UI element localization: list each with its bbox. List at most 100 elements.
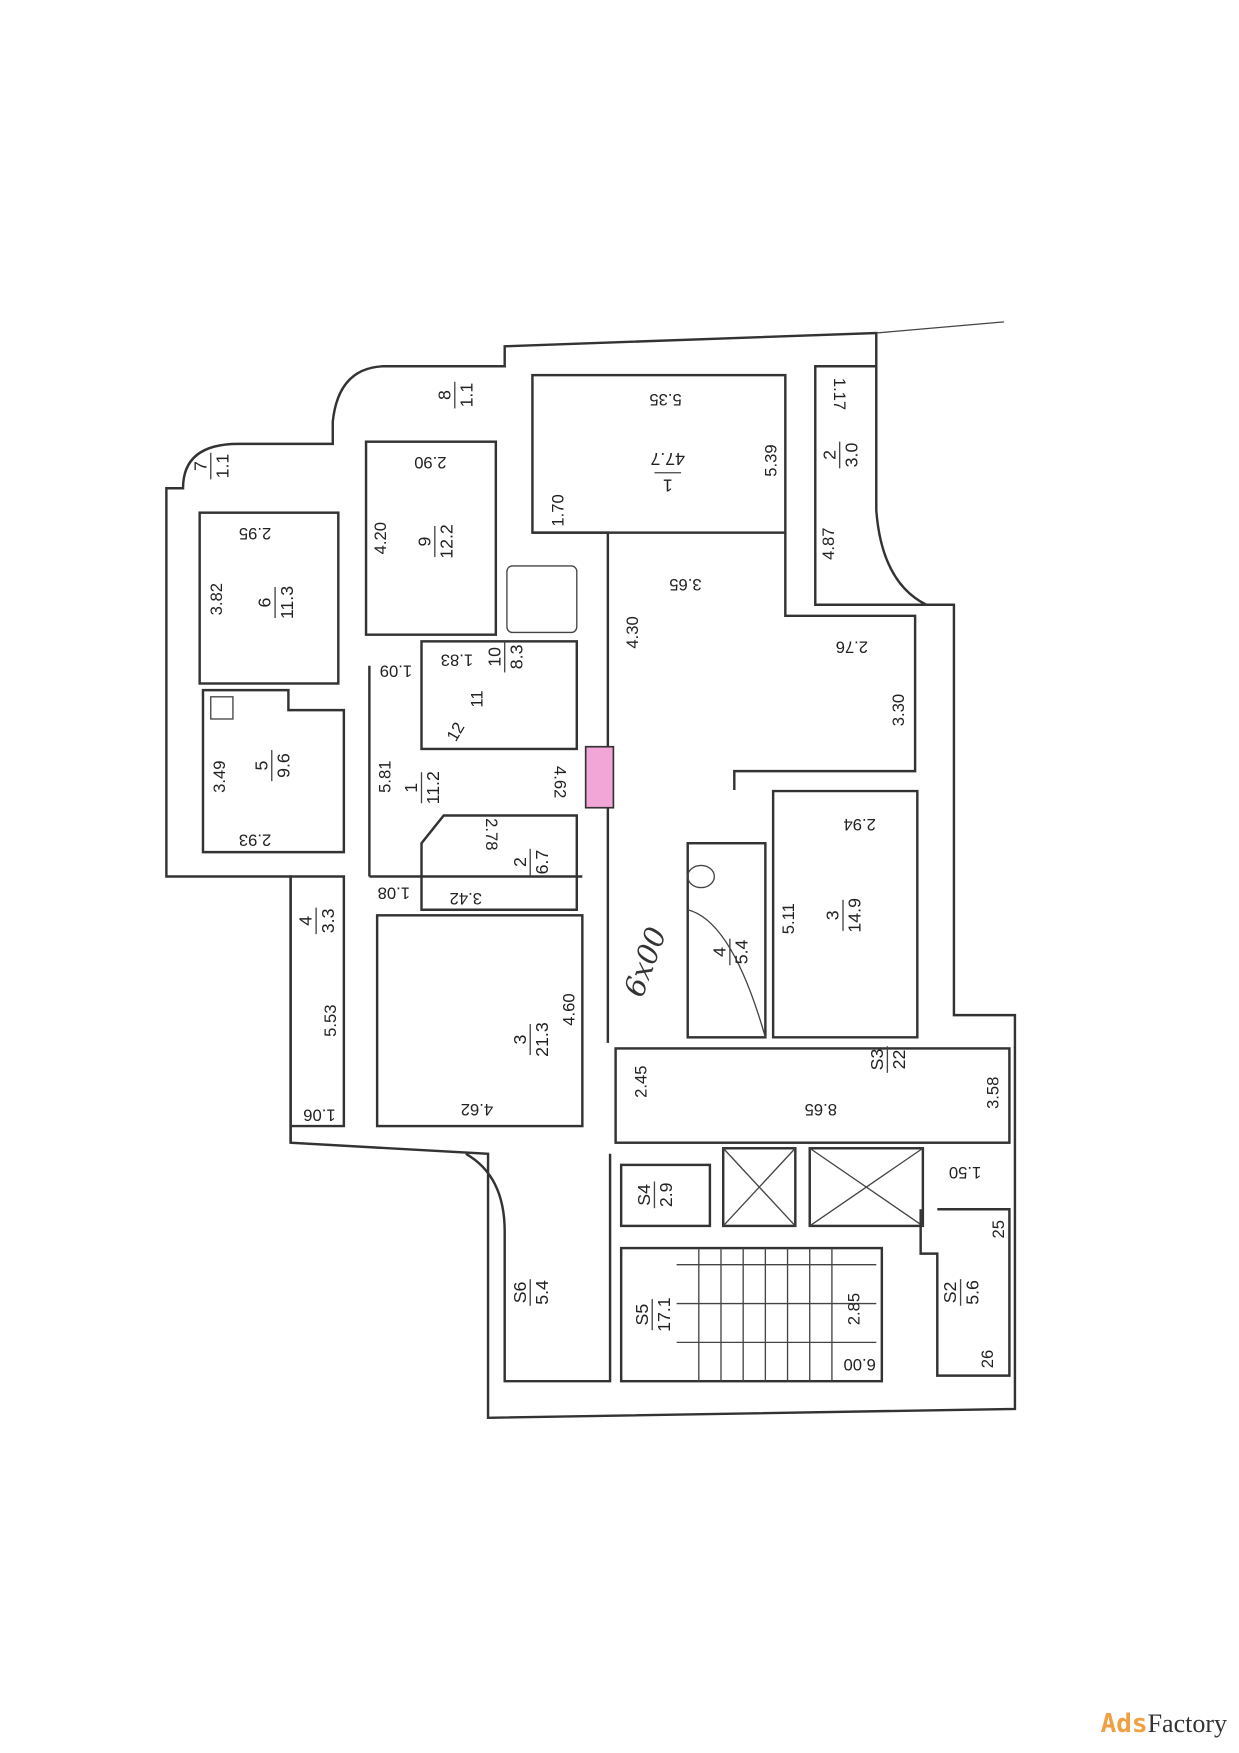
svg-text:5.4: 5.4 — [732, 939, 752, 964]
svg-text:3.42: 3.42 — [450, 889, 482, 908]
svg-text:14.9: 14.9 — [845, 898, 865, 933]
svg-text:1.17: 1.17 — [830, 378, 849, 410]
svg-text:5.35: 5.35 — [649, 390, 681, 409]
room-10-bath — [420, 640, 579, 751]
room-1-living — [531, 373, 787, 534]
svg-text:4.87: 4.87 — [819, 528, 838, 560]
room-label: 147.7 — [650, 449, 685, 496]
svg-text:5.4: 5.4 — [532, 1280, 552, 1305]
svg-text:4.60: 4.60 — [560, 993, 579, 1025]
svg-text:1.70: 1.70 — [548, 494, 567, 526]
svg-text:1.08: 1.08 — [378, 884, 410, 903]
svg-text:2.90: 2.90 — [414, 453, 446, 472]
svg-text:1: 1 — [401, 783, 421, 793]
svg-text:1: 1 — [663, 475, 673, 495]
svg-text:5.39: 5.39 — [761, 444, 780, 476]
svg-text:4: 4 — [709, 947, 729, 957]
dimension-labels: 5.35 1.70 3.65 5.39 4.87 1.17 2.76 3.30 … — [207, 378, 1008, 1374]
room-6 — [198, 511, 340, 685]
svg-text:3.65: 3.65 — [669, 575, 701, 594]
svg-text:S6: S6 — [510, 1281, 530, 1303]
svg-text:5: 5 — [251, 761, 271, 771]
toilet-icon — [687, 864, 716, 889]
svg-text:2.94: 2.94 — [843, 815, 875, 834]
svg-text:4: 4 — [296, 916, 316, 926]
svg-text:5.6: 5.6 — [962, 1280, 982, 1305]
svg-text:12.2: 12.2 — [437, 524, 457, 559]
svg-text:11: 11 — [468, 690, 487, 707]
walls — [165, 321, 1017, 1420]
svg-text:2.76: 2.76 — [836, 637, 868, 656]
highlight-marker — [584, 745, 615, 809]
svg-text:9.6: 9.6 — [274, 753, 294, 778]
room-2 — [420, 814, 579, 911]
svg-text:10: 10 — [484, 647, 504, 667]
svg-text:21.3: 21.3 — [532, 1022, 552, 1057]
svg-text:4.62: 4.62 — [461, 1100, 493, 1119]
svg-text:3.0: 3.0 — [841, 443, 861, 468]
svg-text:7: 7 — [190, 461, 210, 471]
elevator-2 — [808, 1147, 925, 1228]
adsfactory-watermark: AdsFactory — [1100, 1709, 1227, 1739]
svg-text:6: 6 — [255, 597, 275, 607]
elevator-1 — [721, 1147, 797, 1228]
svg-text:5.53: 5.53 — [321, 1005, 340, 1037]
handwritten-note: 6x00 — [617, 923, 673, 1002]
svg-text:11.3: 11.3 — [277, 586, 297, 619]
svg-text:2.9: 2.9 — [656, 1182, 676, 1207]
stairs — [676, 1248, 877, 1382]
corridor-s3 — [614, 1047, 1011, 1144]
room-5-kitchen — [201, 688, 346, 854]
svg-text:11.2: 11.2 — [423, 771, 443, 804]
svg-text:2.78: 2.78 — [482, 818, 501, 850]
svg-text:3.58: 3.58 — [983, 1077, 1002, 1109]
svg-text:2: 2 — [819, 450, 839, 460]
svg-text:47.7: 47.7 — [650, 449, 685, 469]
svg-text:8.3: 8.3 — [506, 644, 526, 669]
svg-text:3.49: 3.49 — [210, 760, 229, 792]
svg-text:3: 3 — [510, 1034, 530, 1044]
svg-text:26: 26 — [978, 1350, 997, 1369]
svg-text:3.3: 3.3 — [318, 908, 338, 933]
svg-text:4.62: 4.62 — [551, 766, 570, 798]
svg-text:1.06: 1.06 — [303, 1105, 335, 1124]
svg-text:S4: S4 — [634, 1184, 654, 1206]
svg-text:8.65: 8.65 — [805, 1100, 837, 1119]
svg-text:17.1: 17.1 — [654, 1297, 674, 1332]
svg-text:9: 9 — [414, 536, 434, 546]
room-s4 — [619, 1163, 712, 1228]
svg-text:S5: S5 — [632, 1304, 652, 1326]
svg-text:S3: S3 — [867, 1049, 887, 1071]
svg-text:22: 22 — [889, 1050, 909, 1070]
svg-text:8: 8 — [434, 390, 454, 400]
svg-text:5.81: 5.81 — [375, 760, 394, 792]
svg-text:S2: S2 — [940, 1282, 960, 1304]
stove-icon — [210, 696, 234, 720]
svg-text:3.82: 3.82 — [207, 583, 226, 615]
svg-text:25: 25 — [989, 1220, 1008, 1239]
svg-text:3.30: 3.30 — [889, 694, 908, 726]
svg-text:6.7: 6.7 — [532, 850, 552, 875]
svg-text:5.11: 5.11 — [779, 903, 798, 934]
room-s2 — [919, 1208, 1011, 1377]
svg-text:2.95: 2.95 — [239, 524, 271, 543]
svg-text:1.09: 1.09 — [380, 662, 412, 681]
bathtub-icon — [506, 565, 578, 634]
